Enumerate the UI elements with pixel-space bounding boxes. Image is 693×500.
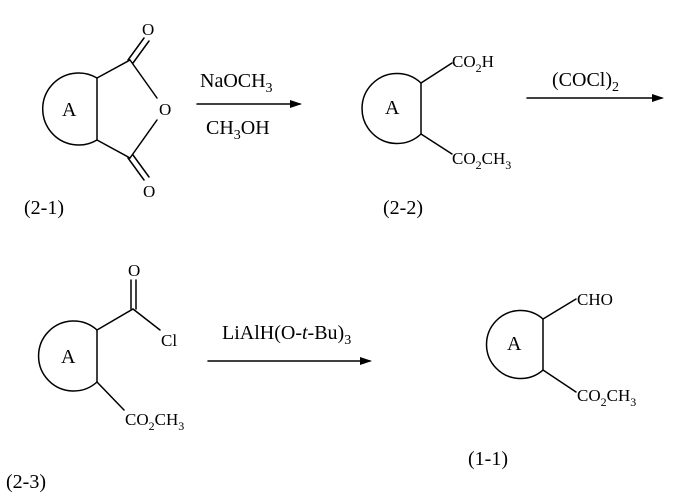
- bond: [97, 60, 130, 78]
- compound-2-1: A O O O (2-1): [24, 20, 171, 219]
- reaction-arrow-1: NaOCH3 CH3OH: [197, 70, 302, 143]
- compound-label-2-3: (2-3): [6, 471, 46, 493]
- compound-label-2-2: (2-2): [383, 197, 423, 219]
- bond: [97, 382, 124, 410]
- bond: [133, 309, 160, 330]
- compound-1-1: A CHO CO2CH3 (1-1): [468, 290, 636, 470]
- ring-a-label-1-1: A: [507, 333, 522, 355]
- group-cho: CHO: [577, 290, 613, 309]
- carbonyl-oxygen-top: O: [142, 20, 154, 39]
- bond: [128, 158, 144, 180]
- compound-label-1-1: (1-1): [468, 448, 508, 470]
- group-co2ch3: CO2CH3: [452, 149, 511, 172]
- bond: [543, 370, 576, 392]
- group-co2ch3: CO2CH3: [125, 410, 184, 433]
- compound-2-3: A O Cl CO2CH3 (2-3): [6, 261, 184, 493]
- bond: [97, 140, 130, 158]
- reaction-arrow-2: (COCl)2: [527, 69, 664, 102]
- compound-label-2-1: (2-1): [24, 197, 64, 219]
- bond: [133, 41, 149, 63]
- bond: [130, 120, 157, 158]
- group-co2ch3: CO2CH3: [577, 386, 636, 409]
- ring-oxygen: O: [159, 100, 171, 119]
- bond: [421, 63, 452, 83]
- ring-a-label-2-1: A: [62, 99, 77, 121]
- arrow-head: [652, 94, 664, 102]
- bond: [97, 309, 133, 330]
- reaction-arrow-3: LiAlH(O-t-Bu)3: [208, 322, 372, 365]
- bond: [543, 299, 576, 319]
- compound-2-2: A CO2H CO2CH3 (2-2): [362, 52, 511, 219]
- reagent-ch3oh: CH3OH: [206, 117, 270, 143]
- reagent-naoch3: NaOCH3: [200, 70, 273, 96]
- bond: [130, 60, 157, 98]
- bond: [133, 155, 149, 177]
- chlorine: Cl: [161, 331, 177, 350]
- carbonyl-oxygen-bottom: O: [143, 182, 155, 201]
- group-co2h: CO2H: [452, 52, 494, 75]
- arrow-head: [360, 357, 372, 365]
- ring-a-label-2-2: A: [385, 97, 400, 119]
- bond: [421, 134, 452, 154]
- ring-a-label-2-3: A: [61, 346, 76, 368]
- reagent-lialh-otbu3: LiAlH(O-t-Bu)3: [222, 322, 351, 348]
- reagent-oxalyl-chloride: (COCl)2: [552, 69, 619, 95]
- bond: [128, 38, 144, 60]
- arrow-head: [290, 100, 302, 108]
- carbonyl-oxygen: O: [128, 261, 140, 280]
